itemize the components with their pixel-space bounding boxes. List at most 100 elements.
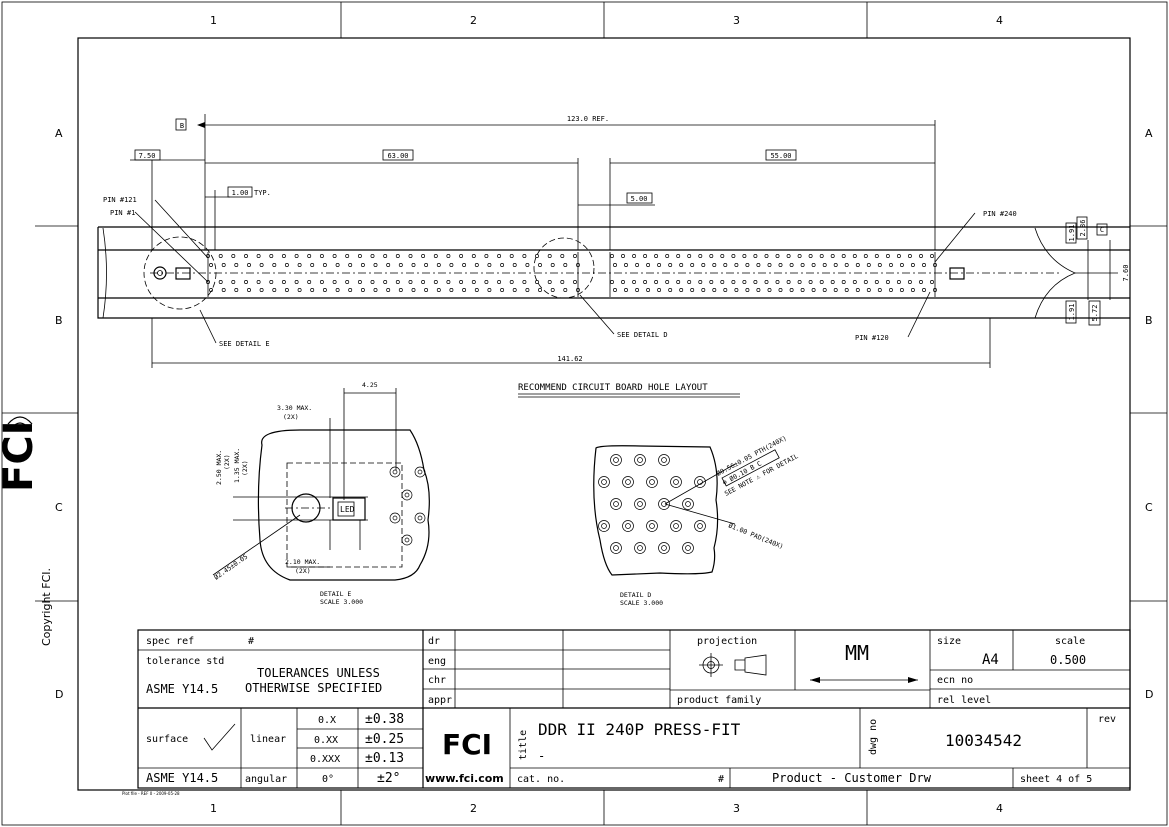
see-detail-d: SEE DETAIL D — [617, 331, 668, 339]
detail-d-pad — [658, 542, 670, 554]
pin-hole — [436, 288, 441, 292]
pin-hole — [643, 280, 648, 284]
pin-hole — [866, 288, 871, 292]
pin-hole — [322, 288, 327, 292]
tb-cat-label: cat. no. — [517, 774, 565, 785]
detail-d-hole — [613, 545, 619, 551]
pin-hole — [610, 254, 614, 258]
pin-hole — [933, 288, 937, 292]
row-label-b-right: B — [1145, 314, 1153, 327]
pin-hole — [408, 280, 413, 284]
pin-hole — [497, 280, 502, 284]
dim-100: 1.00 — [232, 189, 249, 197]
pin-hole — [209, 288, 213, 292]
pin-hole — [386, 263, 391, 267]
tb-tol-x3: 0.XXX — [310, 754, 340, 765]
pin-hole — [657, 263, 662, 267]
tb-projection: projection — [697, 636, 757, 647]
dim-123-ref: 123.0 REF. — [567, 115, 609, 123]
pin-hole — [844, 288, 849, 292]
dim-760: 7.60 — [1122, 265, 1130, 282]
detail-d-pad — [646, 520, 658, 532]
pin-hole — [863, 280, 868, 284]
dim-5500-box — [765, 149, 797, 161]
pin-hole — [819, 254, 824, 258]
pin-hole — [221, 288, 226, 292]
col-label-4: 4 — [996, 14, 1003, 27]
row-label-c-right: C — [1145, 501, 1153, 514]
pin-hole — [462, 288, 467, 292]
pin-hole — [259, 288, 264, 292]
pin-hole — [668, 263, 673, 267]
pin-hole — [244, 254, 248, 258]
pin-hole — [234, 263, 239, 267]
pin-hole — [500, 288, 505, 292]
tb-fci-logo: FCI — [442, 728, 492, 761]
pin-hole — [734, 263, 739, 267]
pin-hole — [720, 254, 725, 258]
pin-hole — [877, 288, 882, 292]
dim-572-box — [1088, 300, 1101, 326]
pin-hole — [231, 280, 236, 284]
pin-hole — [863, 254, 868, 258]
tb-tol-line2: OTHERWISE SPECIFIED — [245, 681, 382, 695]
pin-hole — [550, 288, 555, 292]
detail-d-pad — [622, 520, 634, 532]
detail-d-hole — [685, 545, 691, 551]
pin-hole — [709, 280, 714, 284]
pin-hole — [383, 254, 388, 258]
dim-191a: 1.91 — [1068, 225, 1076, 242]
pin-hole — [500, 263, 505, 267]
pin-hole — [874, 280, 879, 284]
detail-d-leaders — [664, 463, 736, 525]
pin-hole — [459, 280, 464, 284]
pin-hole — [852, 280, 857, 284]
tb-size-label: size — [937, 636, 961, 647]
pin-hole — [786, 280, 791, 284]
pin-hole — [234, 288, 239, 292]
pin-hole — [808, 254, 813, 258]
tb-sheet: sheet 4 of 5 — [1020, 774, 1092, 785]
pin-hole — [310, 288, 315, 292]
detail-e-hole — [404, 492, 410, 498]
dim-5500: 55.00 — [770, 152, 791, 160]
pin-hole — [535, 254, 539, 258]
connector-main-view — [97, 226, 1130, 319]
pin-hole — [256, 254, 261, 258]
pin-hole — [778, 263, 783, 267]
pin-hole — [357, 254, 362, 258]
pin-hole — [373, 263, 378, 267]
tb-linear: linear — [250, 734, 286, 745]
pin-hole — [307, 280, 312, 284]
tb-units: MM — [845, 641, 869, 665]
pin-hole — [395, 280, 400, 284]
detail-d-pad — [610, 454, 622, 466]
pin-hole — [922, 263, 926, 267]
pin-hole — [563, 263, 568, 267]
pin-hole — [797, 254, 802, 258]
tb-tolerance-std: tolerance std — [146, 656, 224, 667]
pin-hole — [687, 254, 692, 258]
pin-hole — [433, 254, 438, 258]
pin-hole — [446, 254, 451, 258]
pin-hole — [462, 263, 467, 267]
pin-240-label: PIN #240 — [983, 210, 1017, 218]
detail-e-135-x2: (2X) — [241, 460, 249, 476]
pin-hole — [538, 263, 542, 267]
pin-hole — [525, 263, 530, 267]
pin-hole — [830, 280, 835, 284]
detail-d-view — [593, 445, 719, 576]
detail-e-holes — [389, 466, 426, 546]
dim-100-box — [227, 186, 253, 198]
pin-hole — [899, 288, 904, 292]
pin-hole — [819, 280, 824, 284]
pin-hole — [206, 280, 210, 284]
pin-hole — [247, 263, 251, 267]
pin-hole — [360, 288, 365, 292]
detail-e-diameter: Ø2.45±0.05 — [213, 553, 250, 582]
pin-hole — [723, 263, 728, 267]
pin-hole — [310, 263, 315, 267]
pin-hole — [811, 263, 816, 267]
pin-hole — [319, 254, 324, 258]
